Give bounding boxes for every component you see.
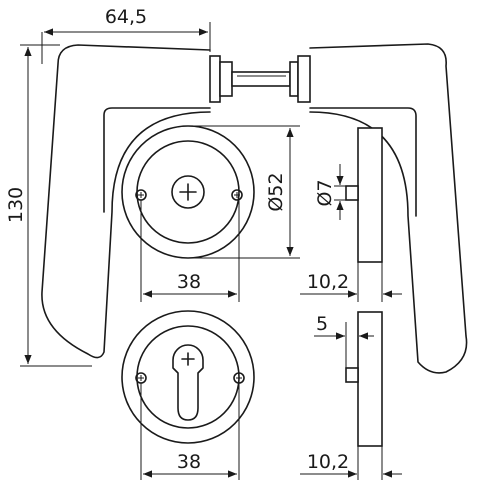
dimension-rose-thickness-bottom-label: 10,2 — [307, 451, 349, 473]
dimension-total-height-label: 130 — [5, 187, 27, 223]
dimension-top-width: 64,5 — [41, 6, 211, 64]
dimension-screw-spacing-bottom: 38 — [140, 383, 240, 480]
dimension-rose-thickness-bottom: 10,2 — [300, 446, 402, 480]
dimension-spindle-diameter: Ø7 — [314, 164, 346, 220]
dimension-screw-spacing-top-label: 38 — [177, 271, 201, 293]
dimension-screw-spacing-top: 38 — [140, 200, 240, 302]
right-lever-handle — [309, 43, 468, 374]
dimension-spindle-diameter-label: Ø7 — [314, 179, 336, 206]
top-rose-screw-right — [231, 189, 243, 201]
dimension-rose-thickness-top-label: 10,2 — [307, 271, 349, 293]
bottom-rose-side-profile — [345, 311, 383, 447]
dimension-rose-diameter-label: Ø52 — [265, 172, 287, 211]
spindle-assembly — [209, 55, 311, 103]
dimension-rose-diameter: Ø52 — [188, 125, 300, 259]
top-rose-side-profile — [345, 127, 383, 263]
dimension-total-height: 130 — [5, 44, 92, 367]
dimension-rose-thickness-top: 10,2 — [300, 262, 402, 302]
handle-backplates — [103, 107, 417, 217]
dimension-cylinder-offset: 5 — [314, 313, 374, 368]
dimension-screw-spacing-bottom-label: 38 — [177, 451, 201, 473]
left-lever-handle — [41, 44, 211, 359]
dimension-cylinder-offset-label: 5 — [316, 313, 328, 335]
top-rose — [121, 125, 255, 259]
dimension-top-width-label: 64,5 — [105, 6, 147, 28]
